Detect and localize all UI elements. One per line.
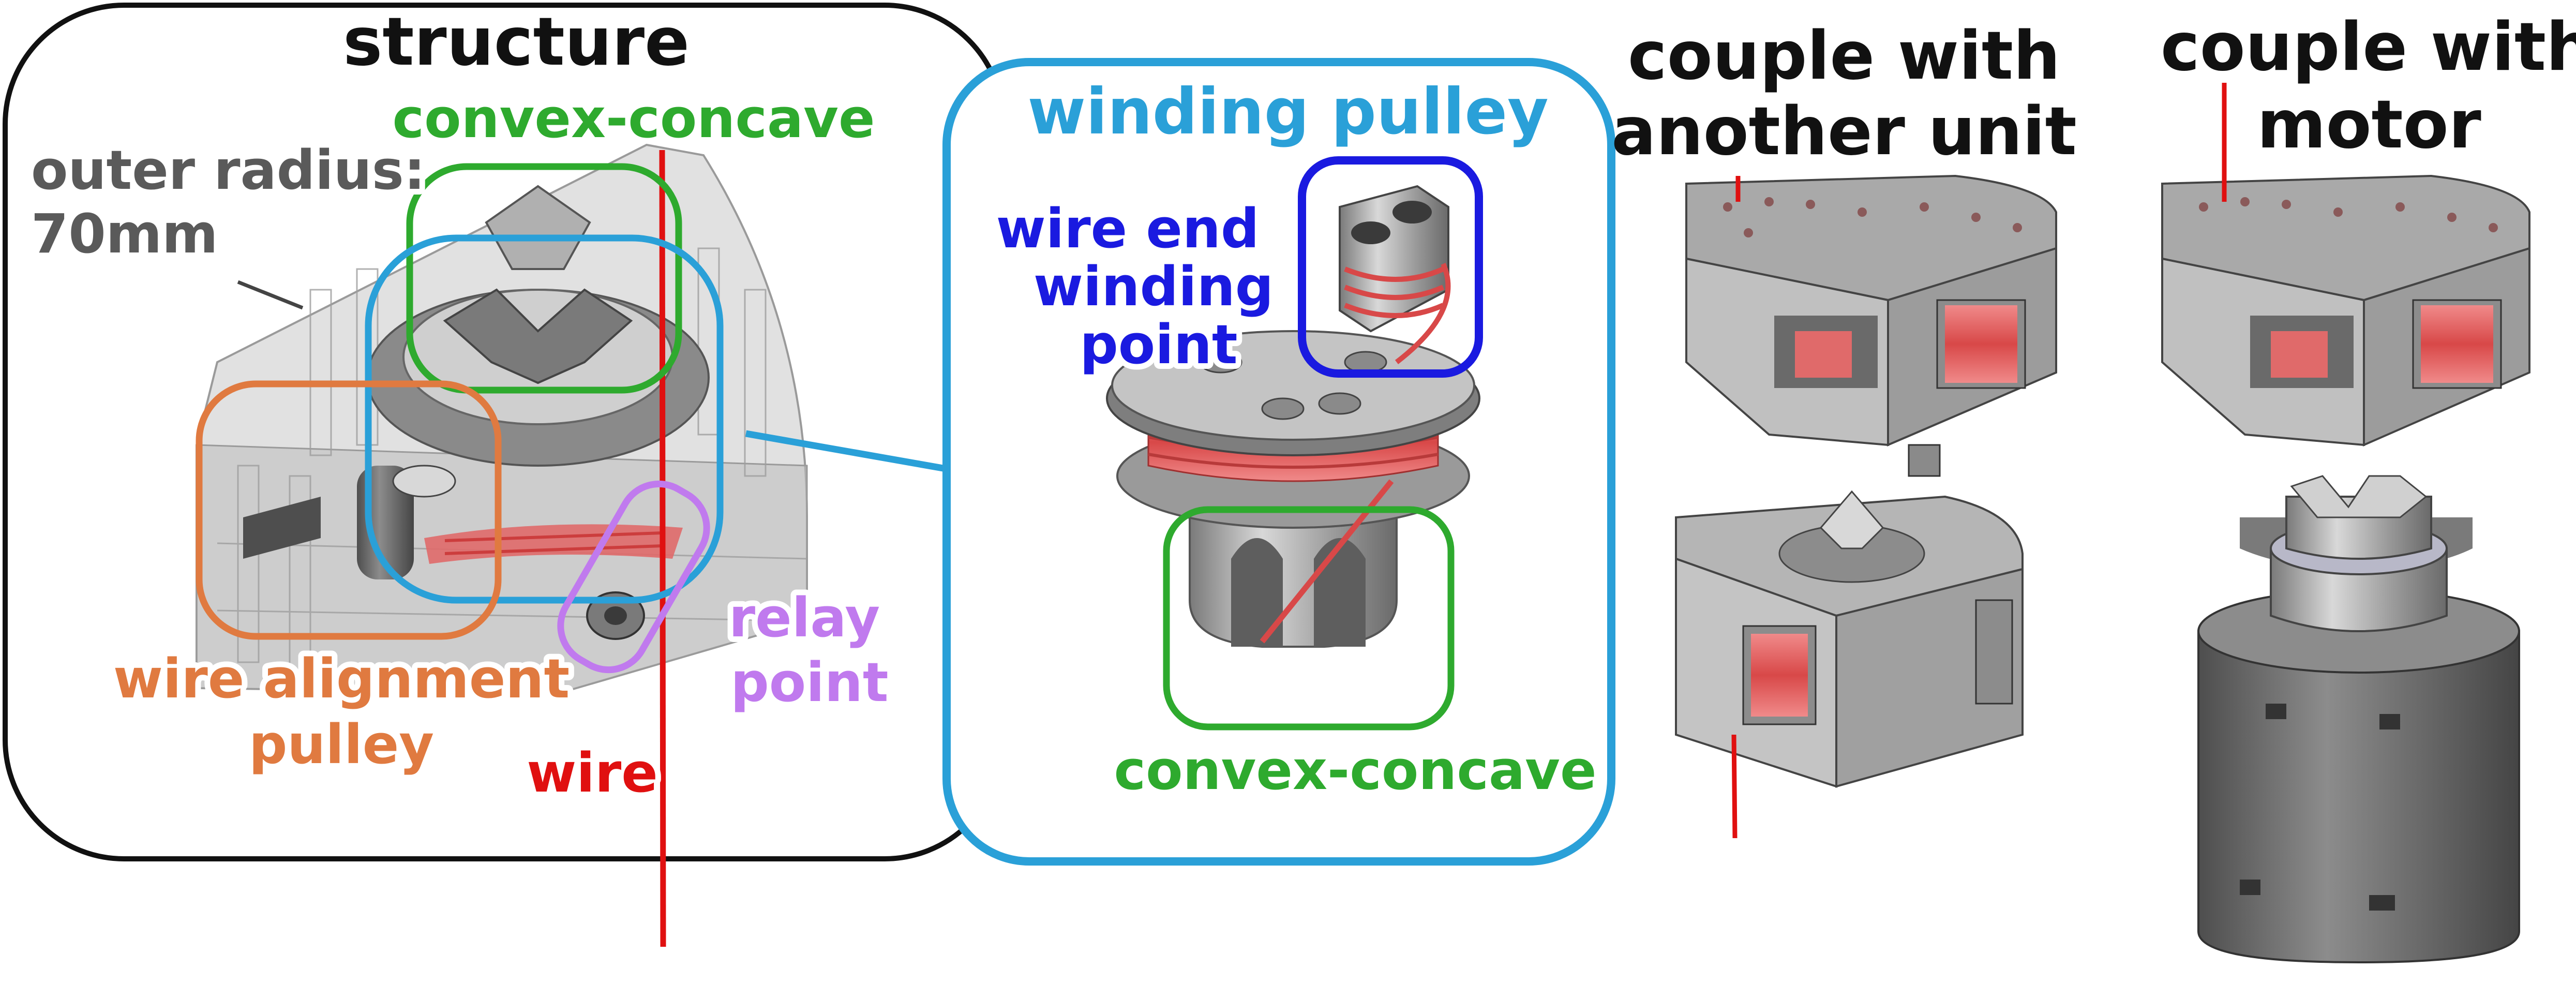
lower-unit-model [1675,490,2024,839]
couple-unit-title: couple with [1628,18,2060,95]
wire-end-highlight [1298,156,1483,378]
motor-upper-unit-model [2161,83,2530,447]
winding-pulley-title: winding pulley [1027,75,1548,148]
outer-radius-value: 70mm [31,202,218,265]
couple-motor-title-2: motor [2257,86,2481,163]
detail-connector [745,430,953,473]
structure-title: structure [343,4,690,81]
convex-concave-highlight-detail [1163,506,1455,731]
wire-line [659,150,666,947]
relay-label: relay [729,586,880,649]
outer-radius-leader [237,280,304,310]
motor-model [2197,475,2520,964]
convex-concave-label-top: convex-concave [392,87,875,150]
wire-label: wire [527,741,658,805]
upper-unit-model [1685,174,2057,477]
couple-motor-title: couple with [2161,9,2576,86]
relay-point-highlight [557,480,710,674]
structure-panel: structure convex-concave outer radius: 7… [3,0,1006,947]
couple-unit-title-2: another unit [1611,93,2077,170]
couple-unit-panel: couple with another unit [1611,18,2077,839]
convex-concave-label-bottom: convex-concave [1114,739,1596,802]
wire-alignment-label-2: pulley [249,713,434,776]
wire-end-label-3: point [1080,313,1237,376]
wire-alignment-highlight [196,380,502,640]
winding-pulley-highlight [365,234,724,604]
wire-end-label-2: winding [1034,255,1274,318]
winding-pulley-panel: winding pulley wire end winding point co… [942,58,1615,866]
outer-radius-label: outer radius: [31,139,425,202]
couple-motor-panel: couple with motor [2161,9,2576,964]
wire-alignment-label: wire alignment [113,647,570,710]
wire-end-label: wire end [996,197,1260,260]
relay-label-2: point [730,651,888,714]
convex-concave-highlight [406,163,682,394]
